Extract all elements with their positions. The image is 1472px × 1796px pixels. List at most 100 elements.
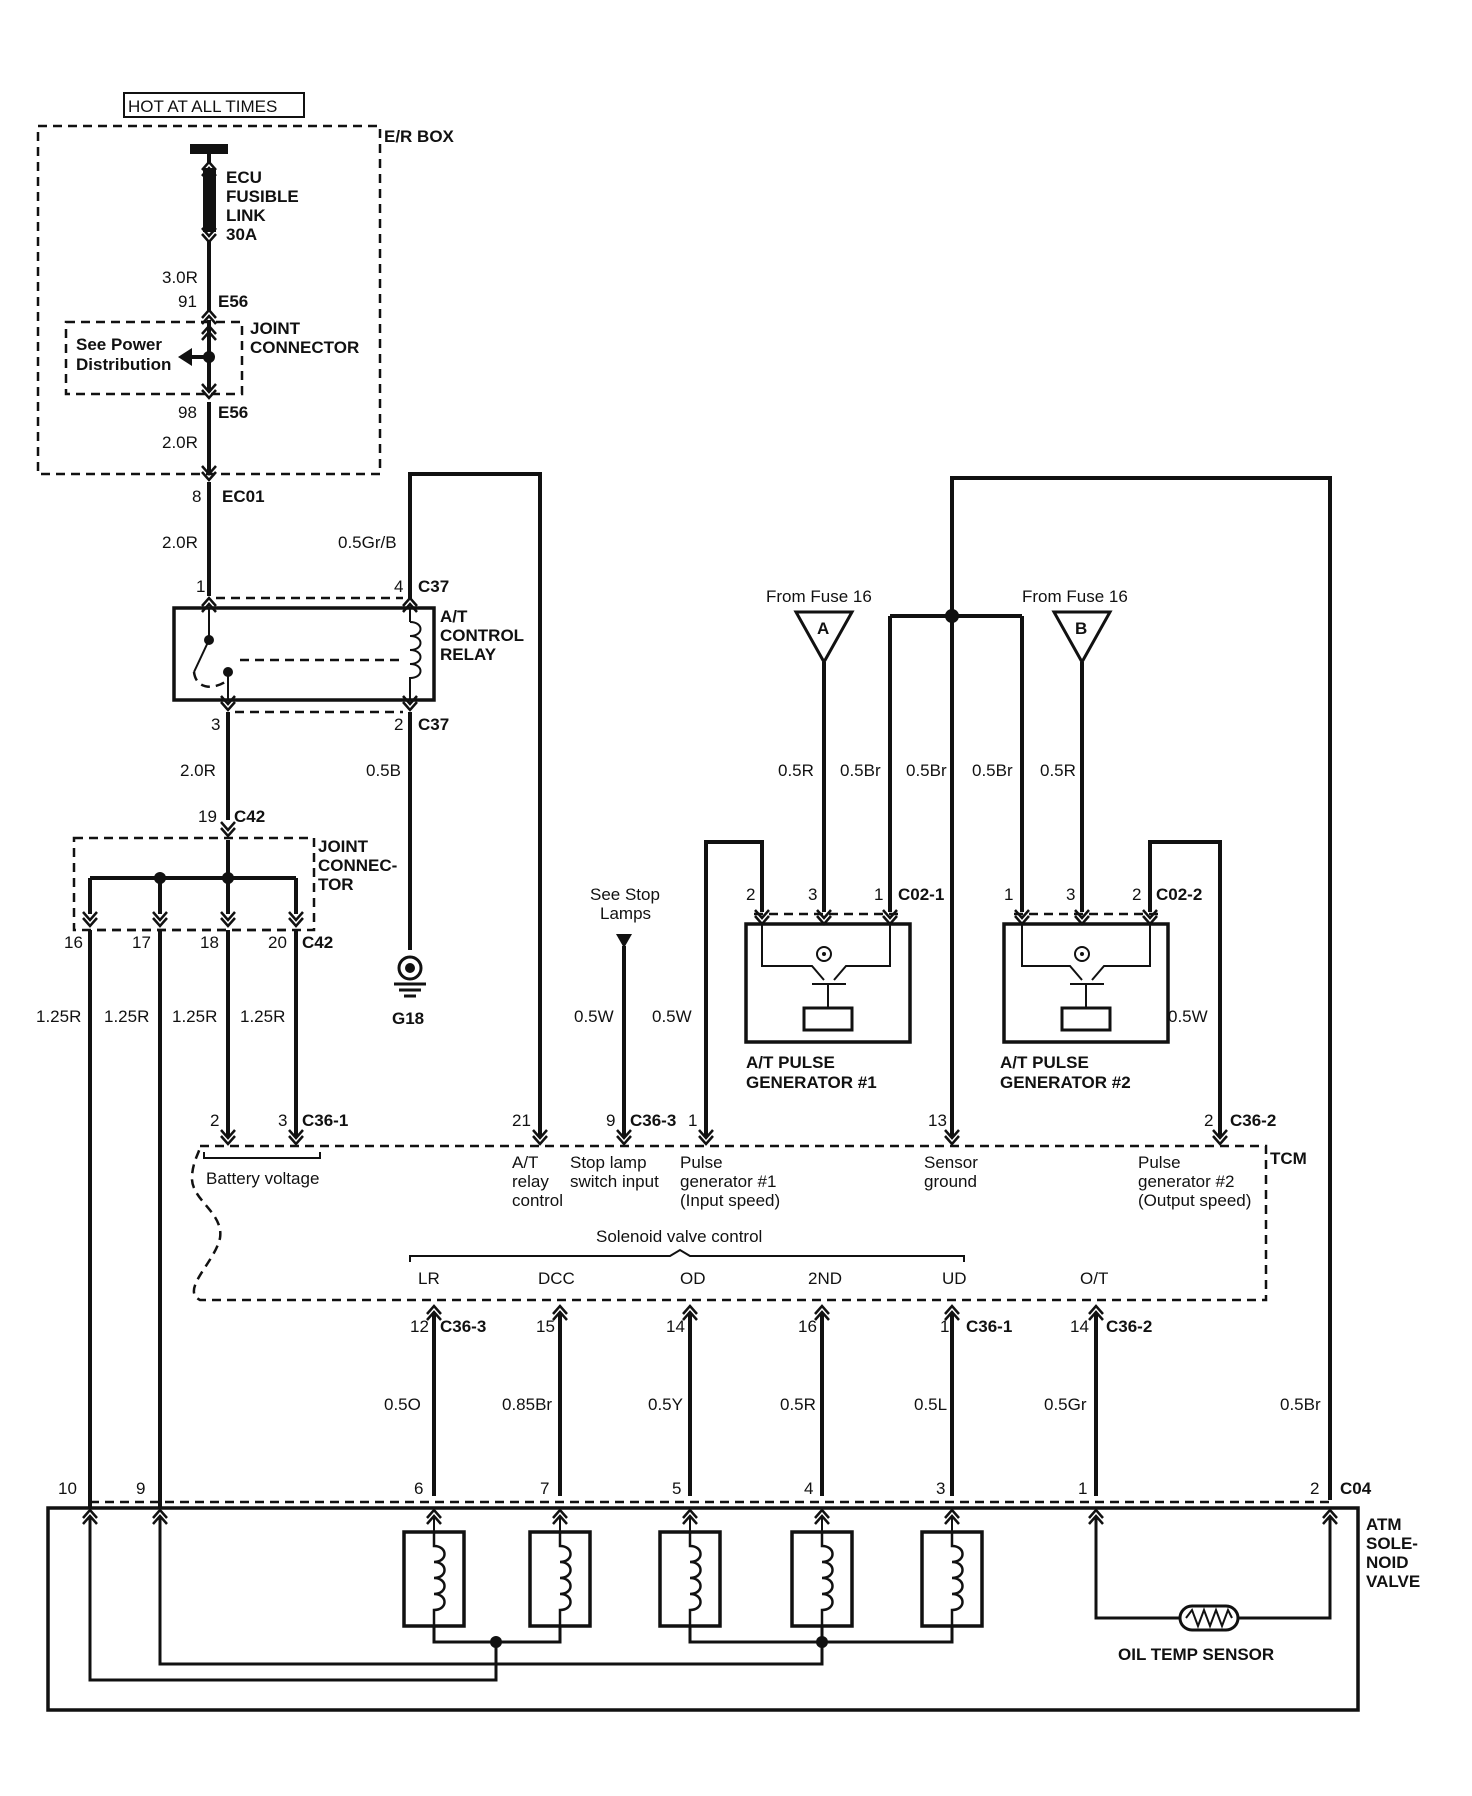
- wire-0-5w-a: 0.5W: [574, 1007, 614, 1026]
- connector-c36-1-bottom: C36-1: [966, 1317, 1012, 1336]
- stop-lamp-2: switch input: [570, 1172, 659, 1191]
- see-power-dist-1: See Power: [76, 335, 162, 354]
- pin-17: 17: [132, 933, 151, 952]
- wire-2-0r-mid: 2.0R: [162, 533, 198, 552]
- relay-box: [172, 606, 436, 702]
- c04-pin-5: 5: [672, 1479, 681, 1498]
- wire-0-5br-c: 0.5Br: [972, 761, 1013, 780]
- fuse-a-letter: A: [817, 619, 829, 638]
- wire-1-25r-b: 1.25R: [104, 1007, 149, 1026]
- solenoid-2nd: [790, 1530, 854, 1628]
- connector-c02-2: C02-2: [1156, 885, 1202, 904]
- joint-c42-label-1: JOINT: [318, 837, 369, 856]
- atm-label-2: SOLE-: [1366, 1534, 1418, 1553]
- see-stop-lamps-2: Lamps: [600, 904, 651, 923]
- wire-0-5w-b: 0.5W: [652, 1007, 692, 1026]
- tcm-2nd: 2ND: [808, 1269, 842, 1288]
- wire-1-25r-a: 1.25R: [36, 1007, 81, 1026]
- connector-c36-3-top: C36-3: [630, 1111, 676, 1130]
- pin-20: 20: [268, 933, 287, 952]
- wire-2-0r-top: 2.0R: [162, 433, 198, 452]
- wire-1-25r-c: 1.25R: [172, 1007, 217, 1026]
- pg2-pin-1: 1: [1004, 885, 1013, 904]
- wire-0-5l: 0.5L: [914, 1395, 947, 1414]
- pg1-label-1: A/T PULSE: [746, 1053, 835, 1072]
- pin-tcm-13: 13: [928, 1111, 947, 1130]
- pg2-pin-3: 3: [1066, 885, 1075, 904]
- from-fuse-b-label: From Fuse 16: [1022, 587, 1128, 606]
- connector-c36-1-top: C36-1: [302, 1111, 348, 1130]
- joint-connector-label-1: JOINT: [250, 319, 301, 338]
- pulse2-1: Pulse: [1138, 1153, 1181, 1172]
- joint-connector-c42: JOINT CONNEC- TOR 16 17 18 20 C42: [64, 836, 397, 952]
- pg1-pin-3: 3: [808, 885, 817, 904]
- ground-g18: G18: [392, 955, 426, 1028]
- pin-91: 91: [178, 292, 197, 311]
- fusible-link-line3: LINK: [226, 206, 266, 225]
- pin-14b: 14: [1070, 1317, 1089, 1336]
- wire-2-0r-low: 2.0R: [180, 761, 216, 780]
- ground-label-g18: G18: [392, 1009, 424, 1028]
- pin-16: 16: [64, 933, 83, 952]
- see-stop-lamps-1: See Stop: [590, 885, 660, 904]
- connector-ec01: EC01: [222, 487, 265, 506]
- pulse1-3: (Input speed): [680, 1191, 780, 1210]
- pin-12: 12: [410, 1317, 429, 1336]
- pulse1-1: Pulse: [680, 1153, 723, 1172]
- pulse2-2: generator #2: [1138, 1172, 1234, 1191]
- tcm-dcc: DCC: [538, 1269, 575, 1288]
- pin-relay-2: 2: [394, 715, 403, 734]
- at-control-relay: 1 4 C37 A/T CONTROL RELAY 3 2 C37: [172, 577, 524, 734]
- fusible-link-line4: 30A: [226, 225, 257, 244]
- relay-label-3: RELAY: [440, 645, 497, 664]
- fusible-link-line2: FUSIBLE: [226, 187, 299, 206]
- connector-c42-bottom: C42: [302, 933, 333, 952]
- connector-c36-3-bottom: C36-3: [440, 1317, 486, 1336]
- c04-pin-7: 7: [540, 1479, 549, 1498]
- pg2-pin-2: 2: [1132, 885, 1141, 904]
- pin-8: 8: [192, 487, 201, 506]
- connector-c37-top: C37: [418, 577, 449, 596]
- connector-c42-top: C42: [234, 807, 265, 826]
- connector-e56-top: E56: [218, 292, 248, 311]
- c04-pin-10: 10: [58, 1479, 77, 1498]
- pin-16b: 16: [798, 1317, 817, 1336]
- pg2-box: [1002, 922, 1170, 1044]
- joint-c42-label-3: TOR: [318, 875, 354, 894]
- oil-temp-sensor-label: OIL TEMP SENSOR: [1118, 1645, 1274, 1664]
- hot-at-all-times-label: HOT AT ALL TIMES: [128, 97, 277, 116]
- atm-label-1: ATM: [1366, 1515, 1402, 1534]
- joint-connector-label-2: CONNECTOR: [250, 338, 359, 357]
- pin-18: 18: [200, 933, 219, 952]
- pg1-box: [744, 922, 912, 1044]
- wire-1-25r-d: 1.25R: [240, 1007, 285, 1026]
- pulse1-2: generator #1: [680, 1172, 776, 1191]
- tcm-od: OD: [680, 1269, 706, 1288]
- wire-0-5br-d: 0.5Br: [1280, 1395, 1321, 1414]
- fuse-feed-a: From Fuse 16 A: [766, 587, 872, 912]
- relay-label-2: CONTROL: [440, 626, 524, 645]
- atm-solenoid-valve: 10 9 6 7 5 4 3 1 2 C04 ATM SOLE- NOID VA…: [46, 1479, 1420, 1712]
- wire-0-5o: 0.5O: [384, 1395, 421, 1414]
- atm-label-3: NOID: [1366, 1553, 1409, 1572]
- wire-0-5y: 0.5Y: [648, 1395, 683, 1414]
- at-relay-control-2: relay: [512, 1172, 549, 1191]
- solenoid-valve-control: Solenoid valve control: [596, 1227, 762, 1246]
- wire-0-5grb: 0.5Gr/B: [338, 533, 397, 552]
- tcm-label: TCM: [1270, 1149, 1307, 1168]
- solenoid-dcc: [528, 1530, 592, 1628]
- sensor-ground-2: ground: [924, 1172, 977, 1191]
- er-box-label: E/R BOX: [384, 127, 455, 146]
- pg2-label-2: GENERATOR #2: [1000, 1073, 1131, 1092]
- tcm-ud: UD: [942, 1269, 967, 1288]
- pin-1b: 1: [940, 1317, 949, 1336]
- pg1-pin-2: 2: [746, 885, 755, 904]
- c04-pin-9: 9: [136, 1479, 145, 1498]
- fuse-b-letter: B: [1075, 619, 1087, 638]
- pin-relay-1: 1: [196, 577, 205, 596]
- pin-relay-3: 3: [211, 715, 220, 734]
- tcm-ot: O/T: [1080, 1269, 1108, 1288]
- pin-tcm-21: 21: [512, 1111, 531, 1130]
- pg2-label-1: A/T PULSE: [1000, 1053, 1089, 1072]
